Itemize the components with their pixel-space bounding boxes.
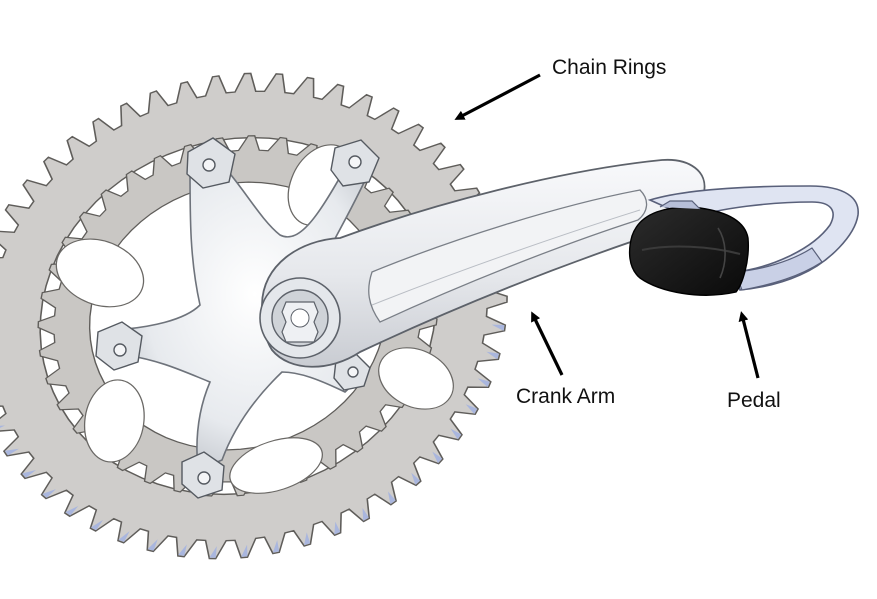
tooth-highlight — [304, 532, 311, 546]
tooth-highlight — [334, 521, 341, 535]
tooth-highlight — [241, 544, 248, 557]
tooth-highlight — [22, 469, 37, 478]
chainring-bolts — [95, 137, 380, 499]
tooth-highlight — [411, 472, 421, 485]
tooth-highlight — [486, 351, 499, 360]
callout-arrows — [454, 73, 760, 379]
tooth-highlight — [491, 324, 505, 331]
tooth-highlight — [0, 425, 6, 432]
tooth-highlight — [147, 539, 158, 551]
pedal-label: Pedal — [727, 389, 781, 412]
tooth-highlight — [209, 546, 217, 558]
pedal-arrow — [738, 311, 760, 379]
tooth-highlight — [477, 378, 490, 388]
tooth-highlight — [118, 531, 130, 542]
tooth-highlight — [362, 507, 369, 521]
crank-arm — [259, 159, 706, 368]
chain-rings-label: Chain Rings — [552, 56, 667, 79]
tooth-highlight — [387, 491, 396, 505]
chain-rings-arrow — [454, 73, 541, 120]
inner-chain-ring — [37, 135, 439, 497]
tooth-highlight — [450, 428, 462, 440]
tooth-highlight — [90, 519, 104, 531]
tooth-highlight — [465, 404, 478, 414]
tooth-highlight — [42, 489, 56, 498]
tooth-highlight — [432, 451, 443, 464]
crank-spider — [95, 137, 380, 499]
tooth-highlight — [65, 505, 79, 516]
crank-arm-arrow — [531, 311, 564, 376]
pedal — [628, 185, 859, 296]
tooth-highlight — [272, 540, 280, 553]
tooth-highlight — [4, 448, 19, 456]
crank-arm-label: Crank Arm — [516, 385, 616, 408]
tooth-highlight — [178, 544, 187, 556]
tooth-highlights — [0, 324, 505, 558]
